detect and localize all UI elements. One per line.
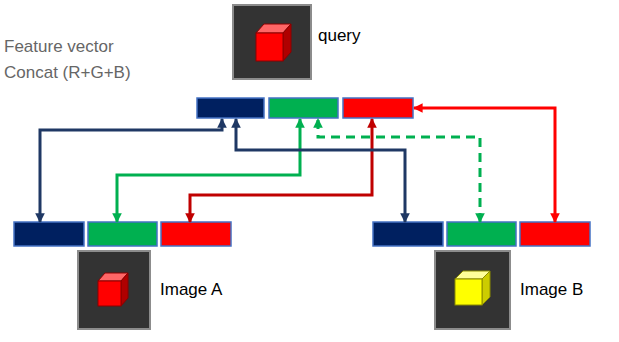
red-bar (520, 222, 590, 246)
image-label: Image A (160, 280, 222, 300)
feature-match-arrow (236, 119, 405, 222)
feature-match-arrow (318, 119, 480, 222)
feature-match-arrow (40, 119, 222, 222)
caption-label: Feature vector Concat (R+G+B) (4, 34, 144, 86)
image-frame (435, 251, 510, 329)
image-label: query (318, 26, 361, 46)
image-group: query (196, 4, 414, 119)
red-bar (161, 222, 231, 246)
yellow-cube (455, 271, 490, 305)
image-label: Image B (520, 280, 583, 300)
blue-bar (197, 98, 264, 118)
feature-match-arrow (414, 108, 555, 222)
image-group: Image A (14, 222, 254, 332)
feature-match-arrow (190, 119, 372, 222)
feature-match-arrow (117, 119, 300, 222)
green-bar (269, 98, 338, 118)
image-frame (233, 5, 311, 79)
image-group: Image B (373, 222, 613, 332)
blue-bar (14, 222, 84, 246)
red-cube (256, 24, 291, 61)
red-bar (343, 98, 413, 118)
green-bar (447, 222, 516, 246)
blue-bar (373, 222, 443, 246)
red-cube (98, 273, 128, 306)
green-bar (88, 222, 157, 246)
image-frame (78, 251, 150, 329)
